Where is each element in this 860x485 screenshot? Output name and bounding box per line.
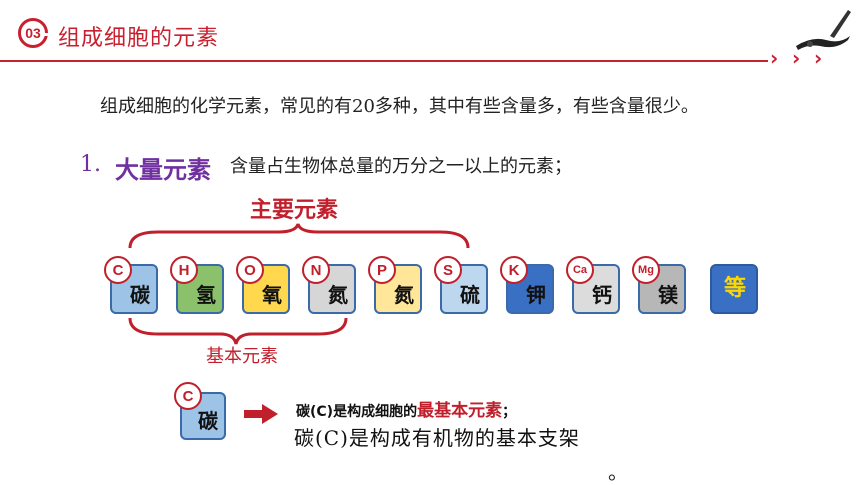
carbon-note-line2: 碳(C)是构成有机物的基本支架 <box>294 424 634 452</box>
element-symbol: P <box>368 256 396 284</box>
note-prefix: 碳(C)是构成细胞的 <box>296 404 418 420</box>
element-name: 钾 <box>526 283 546 307</box>
element-symbol: S <box>434 256 462 284</box>
element-name: 硫 <box>460 283 480 307</box>
element-name: 氮 <box>394 283 414 307</box>
section-description: 含量占生物体总量的万分之一以上的元素； <box>230 156 572 177</box>
element-name: 氧 <box>262 283 282 307</box>
page-title: 组成细胞的元素 <box>58 26 220 51</box>
element-name: 氮 <box>328 283 348 307</box>
carbon-symbol: C <box>174 382 202 410</box>
element-name: 氢 <box>196 283 216 307</box>
intro-text: 组成细胞的化学元素，常见的有20多种，其中有些含量多，有些含量很少。 <box>100 96 699 117</box>
element-symbol: N <box>302 256 330 284</box>
chevron-right-icon: › <box>792 46 801 70</box>
main-elements-label: 主要元素 <box>250 198 339 223</box>
section-badge: 03 <box>18 18 51 48</box>
carbon-note-line1: 碳(C)是构成细胞的最基本元素； <box>296 396 516 421</box>
note-period: 。 <box>608 460 628 484</box>
element-name: 镁 <box>658 283 678 307</box>
etc-tile: 等 <box>710 264 758 314</box>
note-highlight: 最基本元素 <box>417 401 503 421</box>
element-symbol: K <box>500 256 528 284</box>
chevron-right-icon: › <box>814 46 823 70</box>
element-symbol: O <box>236 256 264 284</box>
chevron-right-icon: › <box>770 46 779 70</box>
element-symbol: Mg <box>632 256 660 284</box>
main-elements-brace <box>128 223 470 249</box>
section-number: 1. <box>80 152 101 177</box>
arrow-right-icon <box>244 404 278 424</box>
element-tile: 氧 <box>242 264 290 314</box>
element-name: 碳 <box>130 283 150 307</box>
header-divider <box>0 60 768 62</box>
element-symbol: Ca <box>566 256 594 284</box>
basic-elements-label: 基本元素 <box>206 346 278 367</box>
etc-label: 等 <box>723 276 746 301</box>
basic-elements-brace <box>128 317 348 345</box>
element-symbol: H <box>170 256 198 284</box>
note-line2-text: 碳(C)是构成有机物的基本支架 <box>294 426 580 450</box>
note-suffix: ； <box>502 404 517 420</box>
element-name: 钙 <box>592 283 612 307</box>
ink-brush-icon <box>796 10 851 50</box>
carbon-name: 碳 <box>198 409 218 433</box>
section-name: 大量元素 <box>115 156 211 184</box>
element-symbol: C <box>104 256 132 284</box>
